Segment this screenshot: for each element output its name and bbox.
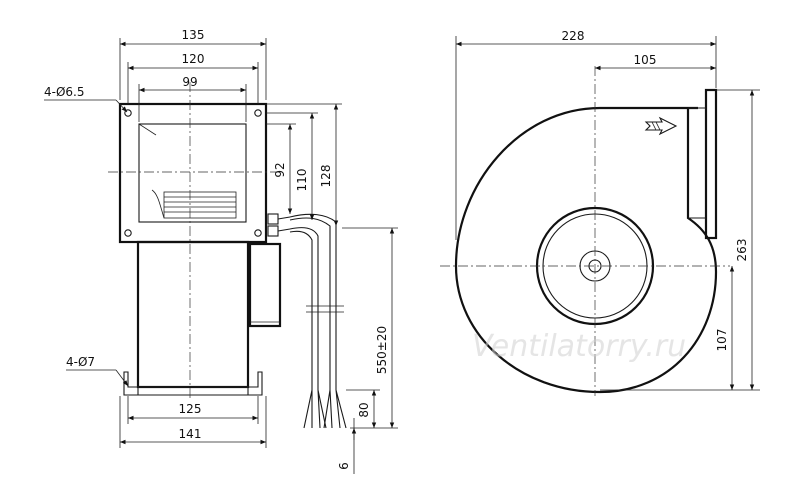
dim-99: 99 (138, 75, 247, 122)
airflow-arrow-icon (644, 116, 678, 136)
svg-text:128: 128 (319, 165, 333, 188)
dim-263: 263 (600, 89, 760, 391)
dim-135: 135 (119, 28, 267, 100)
svg-text:125: 125 (179, 402, 202, 416)
dim-128: 128 (266, 103, 342, 226)
svg-text:107: 107 (715, 329, 729, 352)
svg-text:550±20: 550±20 (375, 326, 389, 374)
motor-housing (136, 240, 250, 389)
svg-text:228: 228 (562, 29, 585, 43)
svg-text:99: 99 (182, 75, 197, 89)
impeller-blades (151, 189, 237, 219)
dim-strip-80: 80 (346, 389, 380, 428)
dim-228: 228 (455, 29, 717, 240)
svg-text:80: 80 (357, 402, 371, 417)
svg-text:4-Ø7: 4-Ø7 (66, 355, 95, 369)
svg-text:120: 120 (182, 52, 205, 66)
svg-text:4-Ø6.5: 4-Ø6.5 (44, 85, 85, 99)
dim-125: 125 (127, 396, 259, 424)
dim-strip-6: 6 (337, 418, 357, 474)
dim-107: 107 (715, 266, 735, 390)
power-cables (289, 213, 347, 429)
base-feet (123, 371, 263, 396)
svg-text:141: 141 (179, 427, 202, 441)
dim-92: 92 (266, 123, 296, 214)
front-view: 135 120 99 4-Ø6.5 92 110 (44, 28, 398, 474)
outlet-opening (138, 123, 247, 223)
dim-141: 141 (119, 396, 267, 448)
side-view: 228 105 263 107 (440, 29, 760, 396)
outlet-flange (704, 88, 718, 240)
dim-120: 120 (127, 52, 259, 104)
dim-110: 110 (266, 112, 318, 220)
dim-cable-length: 550±20 (342, 227, 398, 429)
cable-glands (267, 213, 291, 237)
holes-callout-top: 4-Ø6.5 (44, 85, 128, 113)
dim-105: 105 (595, 53, 716, 71)
holes-callout-base: 4-Ø7 (66, 355, 129, 387)
svg-text:110: 110 (295, 169, 309, 192)
volute-housing (454, 106, 718, 394)
svg-text:92: 92 (273, 162, 287, 177)
flange-mounting-holes (124, 109, 262, 237)
flange-plate (118, 102, 268, 244)
svg-text:135: 135 (182, 28, 205, 42)
watermark-text: Ventilatorry.ru (472, 329, 686, 364)
svg-text:105: 105 (634, 53, 657, 67)
terminal-box (248, 242, 282, 328)
svg-text:263: 263 (735, 239, 749, 262)
svg-text:6: 6 (337, 462, 351, 470)
